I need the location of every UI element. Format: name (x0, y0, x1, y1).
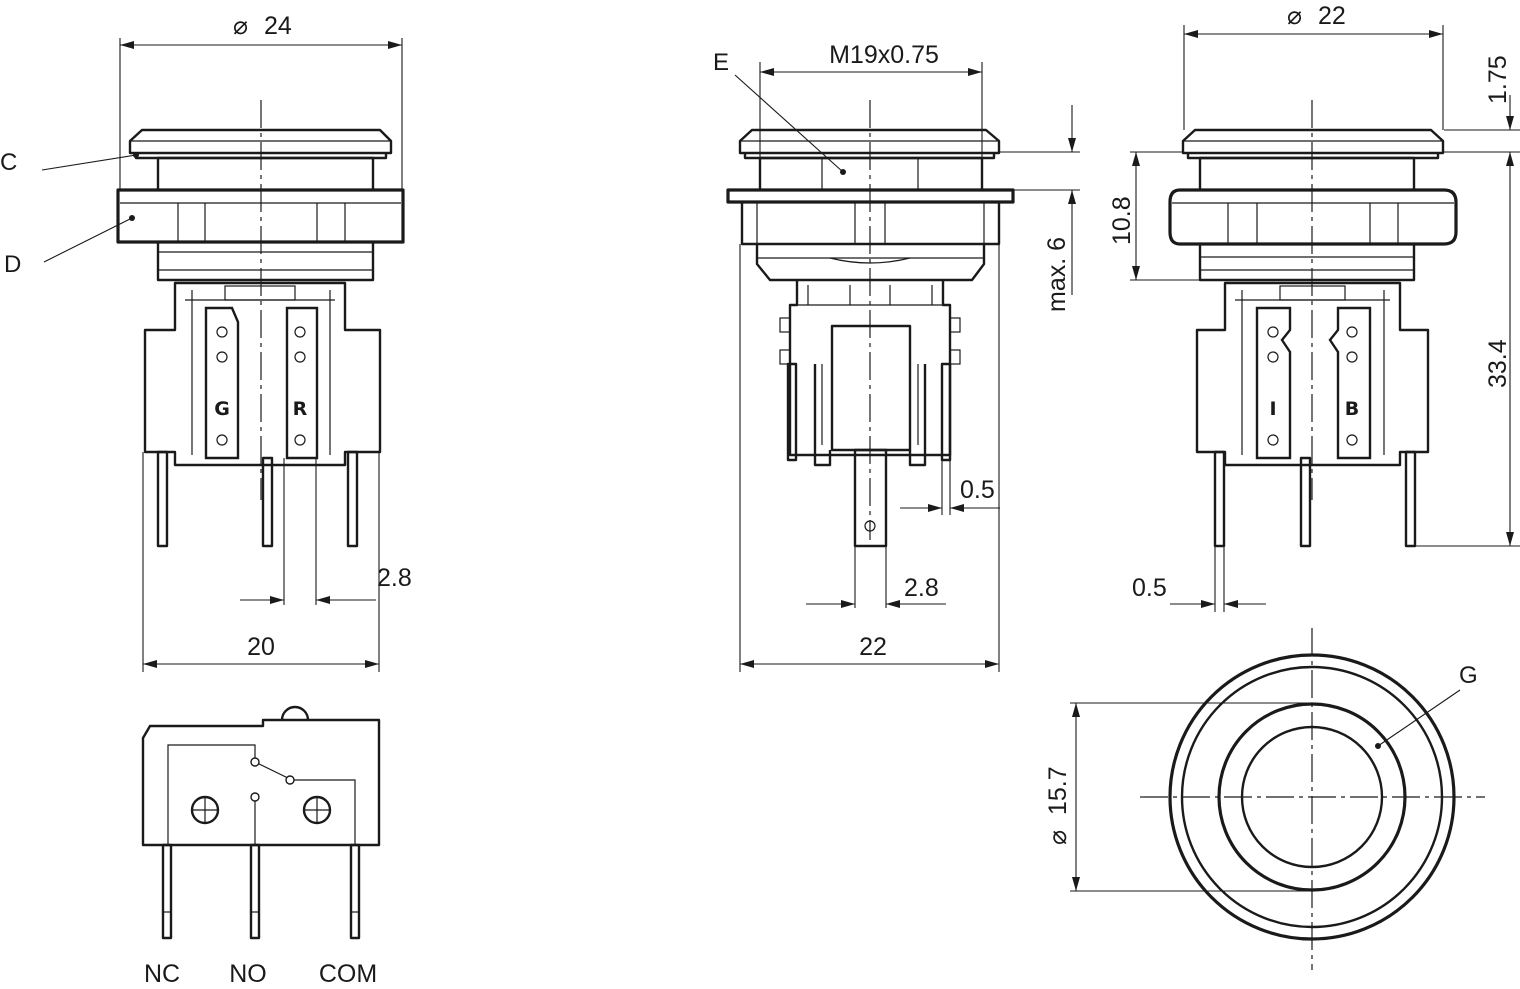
switch-schematic: NC NO COM (141, 705, 381, 988)
terminal-mark-b: B (1345, 398, 1359, 420)
dim-20: 20 (247, 633, 275, 661)
dim-0-5-right: 0.5 (1132, 574, 1167, 602)
diameter-symbol: ⌀ (1287, 2, 1302, 30)
callout-c: C (0, 149, 17, 176)
dim-dia-22: 22 (1318, 2, 1346, 30)
dim-1-75: 1.75 (1484, 55, 1512, 104)
top-view: ⌀ 15.7 G (1044, 628, 1485, 970)
pin-label-nc: NC (144, 960, 180, 988)
dim-2-8-front: 2.8 (904, 574, 939, 602)
pin-label-no: NO (229, 960, 267, 988)
dim-2-8-left: 2.8 (377, 564, 412, 592)
terminal-mark-r: R (293, 398, 308, 420)
dim-max-6: max. 6 (1043, 237, 1071, 312)
left-side-view: G R ⌀ 24 2.8 20 C D (0, 12, 412, 672)
dim-33-4: 33.4 (1484, 339, 1512, 388)
callout-g: G (1459, 662, 1478, 689)
dim-dia-24: 24 (264, 12, 292, 40)
right-side-view: I B ⌀ 22 1.75 10.8 33.4 0.5 (1108, 2, 1520, 612)
front-side-view: M19x0.75 E max. 6 0.5 2.8 22 (713, 41, 1080, 672)
terminal-mark-i: I (1269, 398, 1276, 420)
callout-e: E (713, 49, 729, 76)
dim-thread: M19x0.75 (829, 41, 939, 69)
dim-10-8: 10.8 (1108, 196, 1136, 245)
pin-label-com: COM (319, 960, 377, 988)
dim-22-bottom: 22 (859, 633, 887, 661)
diameter-symbol: ⌀ (233, 12, 248, 40)
diameter-symbol: ⌀ (1044, 830, 1072, 845)
dim-0-5-front: 0.5 (960, 476, 995, 504)
terminal-mark-g: G (214, 398, 230, 420)
dim-dia-15-7: 15.7 (1044, 766, 1072, 815)
callout-d: D (4, 251, 21, 278)
